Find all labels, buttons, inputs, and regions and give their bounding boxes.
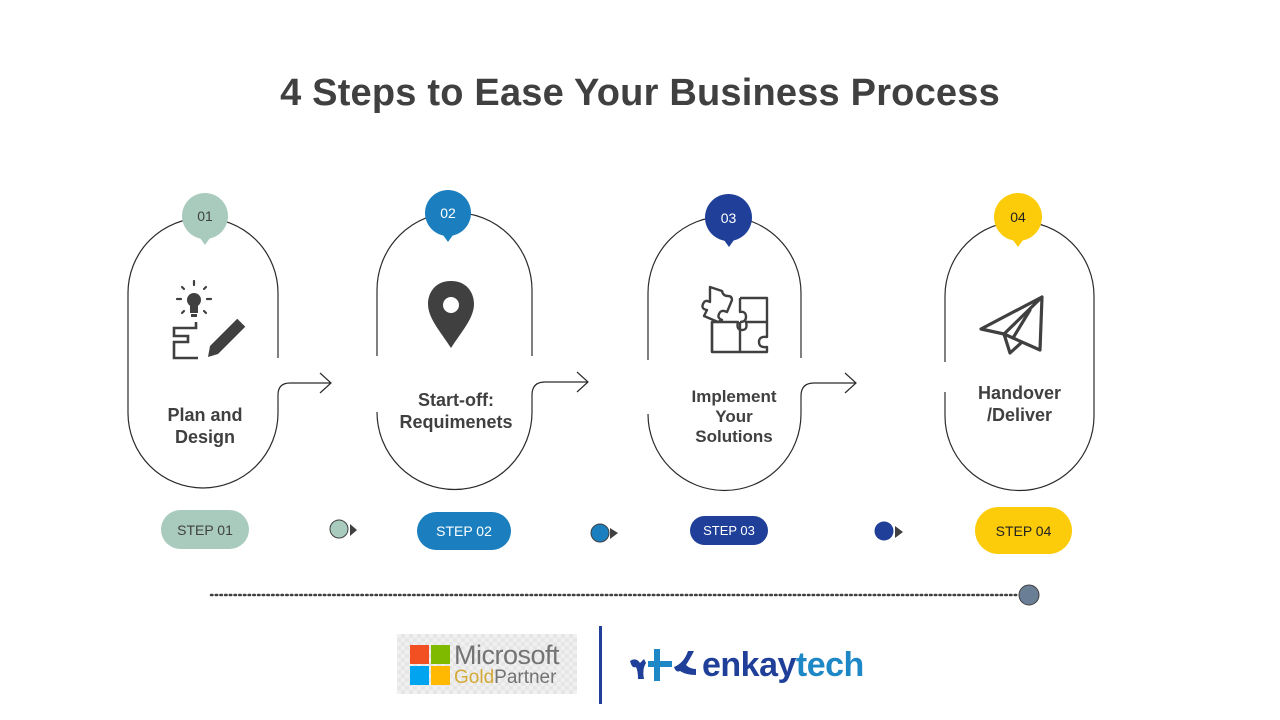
step-pill-1: STEP 01	[161, 510, 249, 549]
brand-enkay: enkay	[702, 645, 796, 684]
step-1-arrow-head	[319, 372, 332, 394]
gold-text: Gold	[454, 667, 495, 688]
step-label-line: Plan and	[167, 405, 243, 425]
step-3-capsule	[647, 215, 855, 492]
microsoft-text: Microsoft	[454, 640, 560, 670]
logo-divider	[599, 626, 602, 704]
step-2-arrow-head	[576, 371, 589, 393]
page-title: 4 Steps to Ease Your Business Process	[280, 72, 1000, 114]
step-1-capsule	[127, 217, 330, 489]
microsoft-squares-icon	[410, 645, 450, 685]
step-number-badge: 02	[425, 190, 471, 242]
step-label-line: Design	[174, 427, 235, 447]
step-label: Implement Your Solutions	[665, 387, 803, 447]
step-label-line: Implement	[691, 387, 777, 406]
step-label-line: Start-off:	[418, 390, 494, 410]
map-pin-icon	[428, 281, 474, 348]
step-pill-3: STEP 03	[690, 516, 768, 545]
step-4-capsule	[944, 220, 1095, 492]
step-number-badge: 01	[182, 193, 228, 245]
step-label-line: Handover	[977, 383, 1062, 403]
brand-tech: tech	[795, 645, 864, 684]
timeline-end-dot	[1018, 584, 1040, 606]
paper-plane-icon	[979, 295, 1044, 355]
timeline-connectors	[329, 519, 903, 543]
step-3-arrow-head	[844, 372, 857, 394]
lightbulb-pencil-icon	[172, 279, 249, 360]
step-number-badge: 04	[994, 193, 1042, 247]
step-label: Plan and Design	[140, 404, 270, 448]
connector-1-icon	[329, 519, 357, 539]
step-label-line: Your	[715, 407, 753, 426]
connector-2-icon	[590, 523, 618, 543]
step-label-line: Requimenets	[399, 412, 513, 432]
step-number: 02	[440, 205, 456, 221]
step-label: Start-off: Requimenets	[381, 389, 531, 433]
step-number: 04	[1010, 209, 1026, 225]
enkaytech-mark-icon	[630, 649, 696, 681]
step-number: 01	[197, 208, 213, 224]
gold-partner-text: GoldPartner	[454, 667, 556, 689]
microsoft-gold-partner-logo: Microsoft GoldPartner	[397, 634, 577, 694]
step-2-capsule	[376, 211, 587, 491]
step-pill-4: STEP 04	[975, 507, 1072, 554]
connector-3-icon	[874, 521, 903, 541]
enkaytech-logo: enkaytech	[628, 640, 864, 690]
step-number: 03	[720, 209, 737, 226]
partner-text: Partner	[494, 667, 557, 688]
step-pill-2: STEP 02	[417, 512, 511, 550]
step-label-line: /Deliver	[986, 405, 1053, 425]
step-number-badge: 03	[705, 194, 752, 247]
step-label-line: Solutions	[695, 427, 773, 446]
puzzle-icon	[701, 285, 769, 354]
step-label: Handover /Deliver	[952, 382, 1087, 426]
